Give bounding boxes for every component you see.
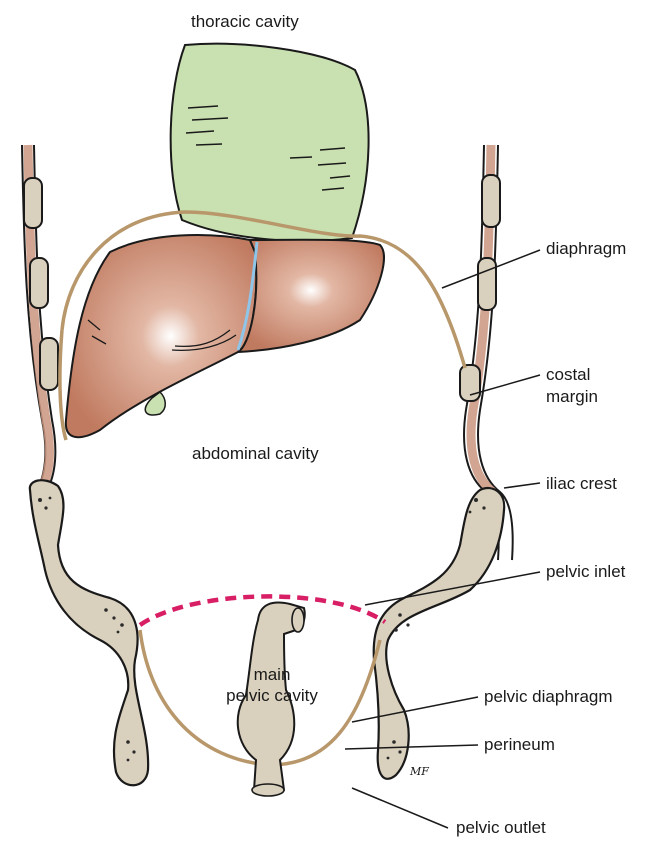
label-pelvic-diaphragm: pelvic diaphragm — [484, 687, 613, 707]
left-ribs — [24, 178, 58, 390]
label-perineum: perineum — [484, 735, 555, 755]
label-diaphragm: diaphragm — [546, 239, 626, 259]
label-pelvic-outlet: pelvic outlet — [456, 818, 546, 838]
label-abdominal-cavity: abdominal cavity — [192, 444, 319, 464]
liver — [66, 235, 384, 437]
leader-perineum — [345, 745, 478, 749]
leader-pelvic-outlet — [352, 788, 448, 828]
label-costal-margin-line2: margin — [546, 387, 598, 407]
label-costal-margin-line1: costal — [546, 365, 590, 385]
artist-signature: MF — [410, 762, 429, 782]
leader-pelvic-diaphragm — [352, 697, 478, 722]
label-iliac-crest: iliac crest — [546, 474, 617, 494]
label-thoracic-cavity: thoracic cavity — [191, 12, 299, 32]
label-main-pelvic-cavity-line1: main — [232, 665, 312, 685]
label-main-pelvic-cavity-line2: pelvic cavity — [212, 686, 332, 706]
left-hip-bone — [30, 480, 148, 785]
label-pelvic-inlet: pelvic inlet — [546, 562, 625, 582]
leader-iliac-crest — [504, 483, 540, 488]
